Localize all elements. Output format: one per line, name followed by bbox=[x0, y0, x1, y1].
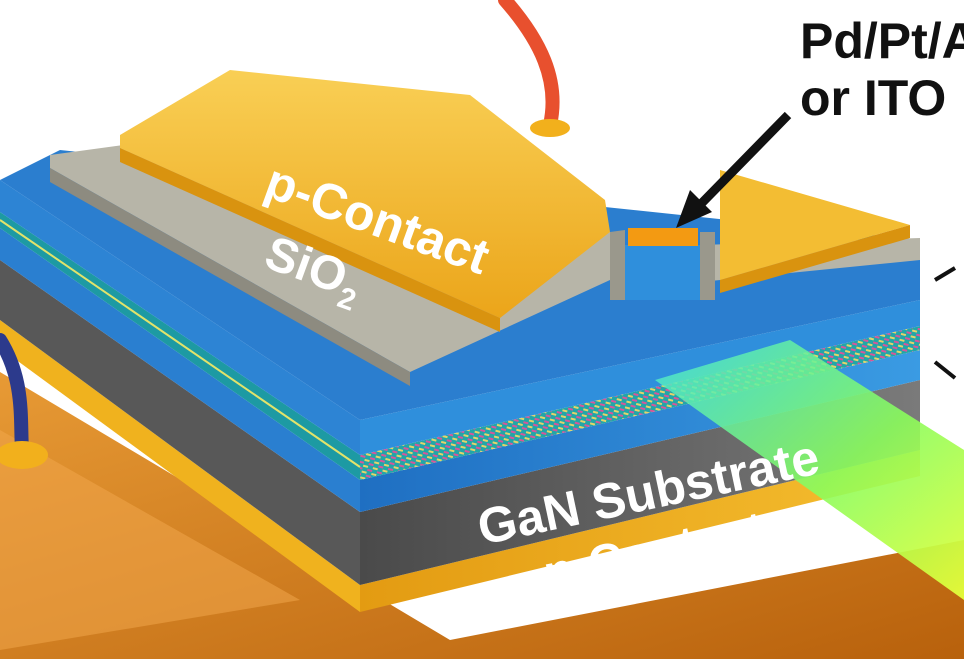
metal-callout-arrow bbox=[691, 111, 792, 214]
quantum-well-line bbox=[0, 219, 361, 468]
p-contact-right-top bbox=[720, 170, 910, 280]
ridge-right-wall bbox=[700, 232, 715, 300]
metal-callout-label-line1: Pd/Pt/A bbox=[800, 13, 964, 69]
n-contact-side bbox=[360, 450, 920, 612]
substrate-front bbox=[0, 260, 360, 585]
ridge-contact-metal bbox=[628, 228, 698, 246]
layer-tick-lower bbox=[933, 360, 957, 380]
n-contact-front bbox=[0, 320, 360, 612]
n-wire-bond bbox=[0, 441, 48, 469]
p-contact-right-front bbox=[720, 225, 910, 293]
sio2-front bbox=[50, 168, 410, 386]
layer-tick-upper bbox=[933, 266, 957, 282]
metal-callout-label-line2: or ITO bbox=[800, 70, 946, 126]
emission-beam bbox=[655, 340, 964, 600]
upper-cladding-side bbox=[360, 300, 920, 455]
ridge-core bbox=[625, 245, 700, 300]
metal-callout-arrowhead bbox=[676, 190, 712, 228]
lower-cladding-front bbox=[0, 228, 360, 512]
ridge-left-wall bbox=[610, 230, 625, 300]
p-wire-bond bbox=[530, 119, 570, 137]
p-contact-top bbox=[120, 70, 610, 318]
upper-cladding-front bbox=[0, 180, 360, 455]
p-contact-front bbox=[120, 148, 500, 332]
waveguide-front bbox=[0, 212, 360, 480]
n-wire bbox=[0, 333, 29, 457]
p-wire bbox=[498, 0, 560, 132]
base-plate-highlight bbox=[0, 430, 300, 650]
